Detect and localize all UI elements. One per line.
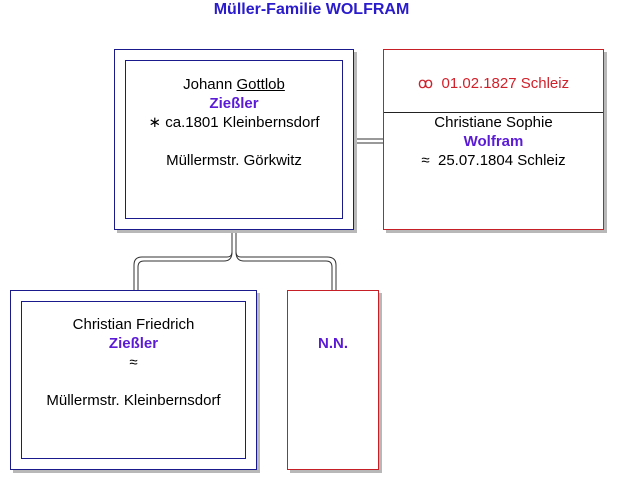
- baptism-symbol-icon: ≈: [421, 152, 430, 169]
- spouse-name: N.N.: [318, 335, 348, 352]
- father-birth-line: ∗ ca.1801 Kleinbernsdorf: [115, 113, 353, 132]
- mother-baptism-line: ≈ 25.07.1804 Schleiz: [384, 151, 603, 170]
- mother-given-names: Christiane Sophie: [434, 114, 553, 131]
- father-birth: ca.1801 Kleinbernsdorf: [165, 114, 320, 131]
- mother-card[interactable]: ꝏ 01.02.1827 Schleiz Christiane Sophie W…: [383, 49, 604, 230]
- father-first-name: Johann: [183, 76, 233, 93]
- page-title: Müller-Familie WOLFRAM: [213, 1, 410, 18]
- father-name-line: Johann Gottlob: [115, 75, 353, 94]
- father-card-inner: [125, 60, 343, 219]
- mother-baptism: 25.07.1804 Schleiz: [437, 152, 566, 169]
- birth-symbol-icon: ∗: [148, 114, 162, 131]
- child-card[interactable]: Christian Friedrich Zießler ≈ Müllermstr…: [10, 290, 257, 470]
- father-card[interactable]: Johann Gottlob Zießler ∗ ca.1801 Kleinbe…: [114, 49, 354, 230]
- marriage-line: ꝏ 01.02.1827 Schleiz: [384, 74, 603, 93]
- father-called-name: Gottlob: [236, 76, 285, 93]
- marriage-date-place: 01.02.1827 Schleiz: [441, 75, 570, 92]
- child-given-names: Christian Friedrich: [72, 316, 195, 333]
- baptism-symbol-icon: ≈: [129, 354, 138, 371]
- mother-surname: Wolfram: [463, 133, 524, 150]
- child-card-inner: [21, 301, 246, 459]
- marriage-rings-icon: ꝏ: [417, 75, 434, 92]
- marriage-divider: [384, 112, 603, 113]
- spouse-card[interactable]: N.N.: [287, 290, 379, 470]
- child-surname: Zießler: [108, 335, 159, 352]
- child-occupation: Müllermstr. Kleinbernsdorf: [46, 392, 221, 409]
- father-surname: Zießler: [209, 95, 259, 112]
- father-occupation: Müllermstr. Görkwitz: [166, 152, 302, 169]
